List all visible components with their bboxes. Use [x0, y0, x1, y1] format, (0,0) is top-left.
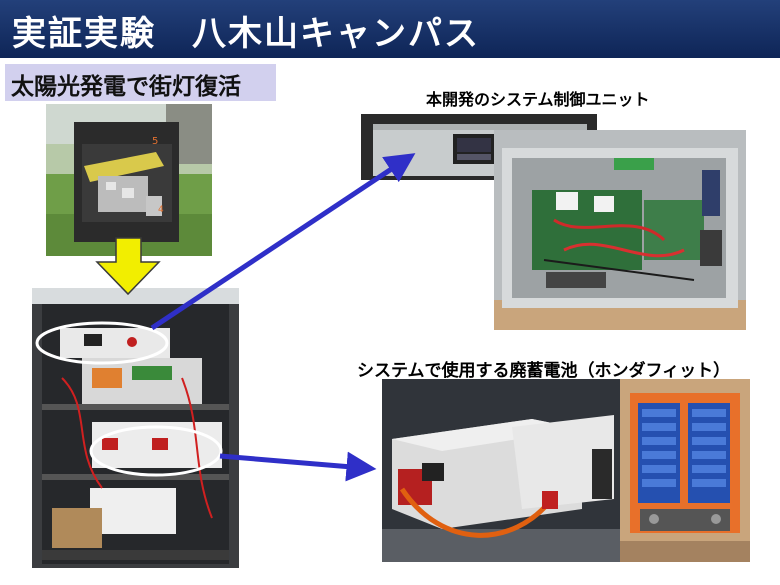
- down-arrow-icon: [95, 237, 161, 296]
- battery-photo: [382, 379, 620, 562]
- control-unit-label: 本開発のシステム制御ユニット: [426, 90, 650, 109]
- control-unit-highlight: [35, 321, 169, 365]
- battery-highlight: [89, 425, 223, 477]
- battery-label: システムで使用する廃蓄電池（ホンダフィット）: [357, 361, 731, 381]
- page-title: 実証実験 八木山キャンパス: [12, 14, 480, 54]
- subtitle: 太陽光発電で街灯復活: [11, 74, 241, 100]
- title-banner: 実証実験 八木山キャンパス: [0, 0, 780, 58]
- svg-text:4: 4: [158, 205, 164, 215]
- arrow-to-control-unit-icon: [150, 153, 416, 331]
- svg-text:5: 5: [152, 136, 158, 147]
- subtitle-box: 太陽光発電で街灯復活: [5, 64, 276, 101]
- battery-module-photo: [620, 379, 750, 562]
- arrow-to-battery-icon: [219, 451, 377, 482]
- control-unit-interior-photo: [494, 130, 746, 330]
